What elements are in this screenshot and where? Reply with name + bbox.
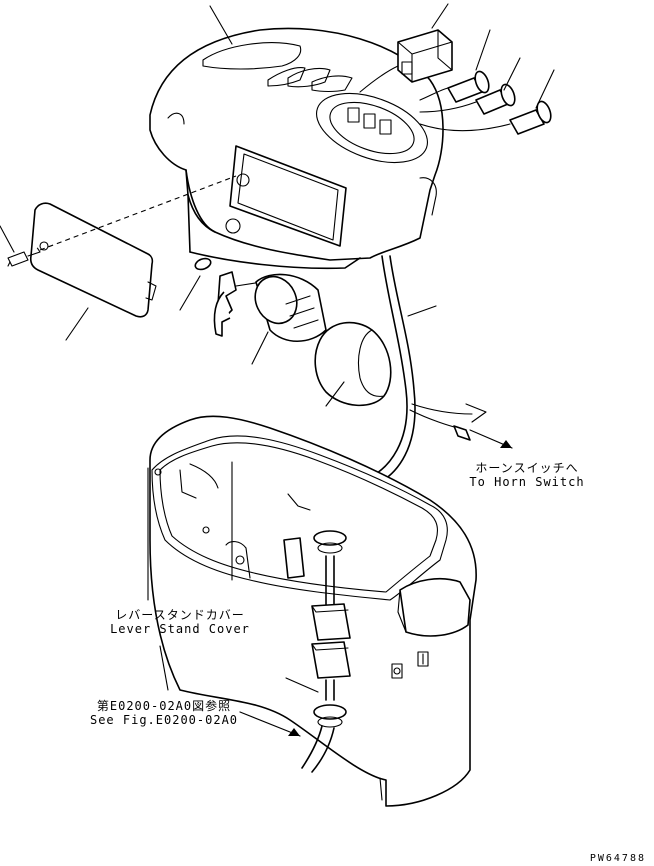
cable-end	[301, 725, 335, 773]
drawing-number: PW64788	[589, 853, 646, 864]
leader-lines	[0, 3, 555, 801]
lever-stand-cover-label: レバースタンドカバー Lever Stand Cover	[100, 608, 260, 636]
grommet-lower	[313, 704, 347, 728]
connector-plug-1	[419, 70, 490, 103]
horn-arrow	[469, 429, 513, 449]
upper-monitor-cover	[149, 27, 444, 270]
connector-block-1	[311, 603, 351, 641]
connector-plug-3	[419, 100, 552, 135]
figure-reference-label-ja: 第E0200-02A0図参照	[96, 699, 232, 713]
key-switch	[254, 273, 327, 342]
horn-switch-label-ja: ホーンスイッチへ	[475, 461, 579, 475]
fig-reference-arrow	[239, 711, 301, 737]
harness-tube	[314, 321, 392, 407]
figure-reference-label-en: See Fig.E0200-02A0	[89, 713, 239, 727]
nut-ring	[194, 257, 212, 271]
connector-block-2	[311, 641, 351, 679]
connector-plug-2	[419, 83, 516, 115]
screw	[7, 251, 41, 267]
connector-plug-large	[397, 29, 453, 83]
figure-reference-label: 第E0200-02A0図参照 See Fig.E0200-02A0	[78, 699, 250, 727]
cover-plate	[29, 202, 157, 318]
lever-stand-cover-label-en: Lever Stand Cover	[110, 622, 250, 636]
grommet-upper	[313, 530, 347, 554]
horn-switch-label: ホーンスイッチへ To Horn Switch	[462, 461, 592, 489]
horn-switch-label-en: To Horn Switch	[469, 475, 585, 489]
key-set	[213, 271, 263, 337]
lever-stand-cover-label-ja: レバースタンドカバー	[115, 608, 245, 622]
